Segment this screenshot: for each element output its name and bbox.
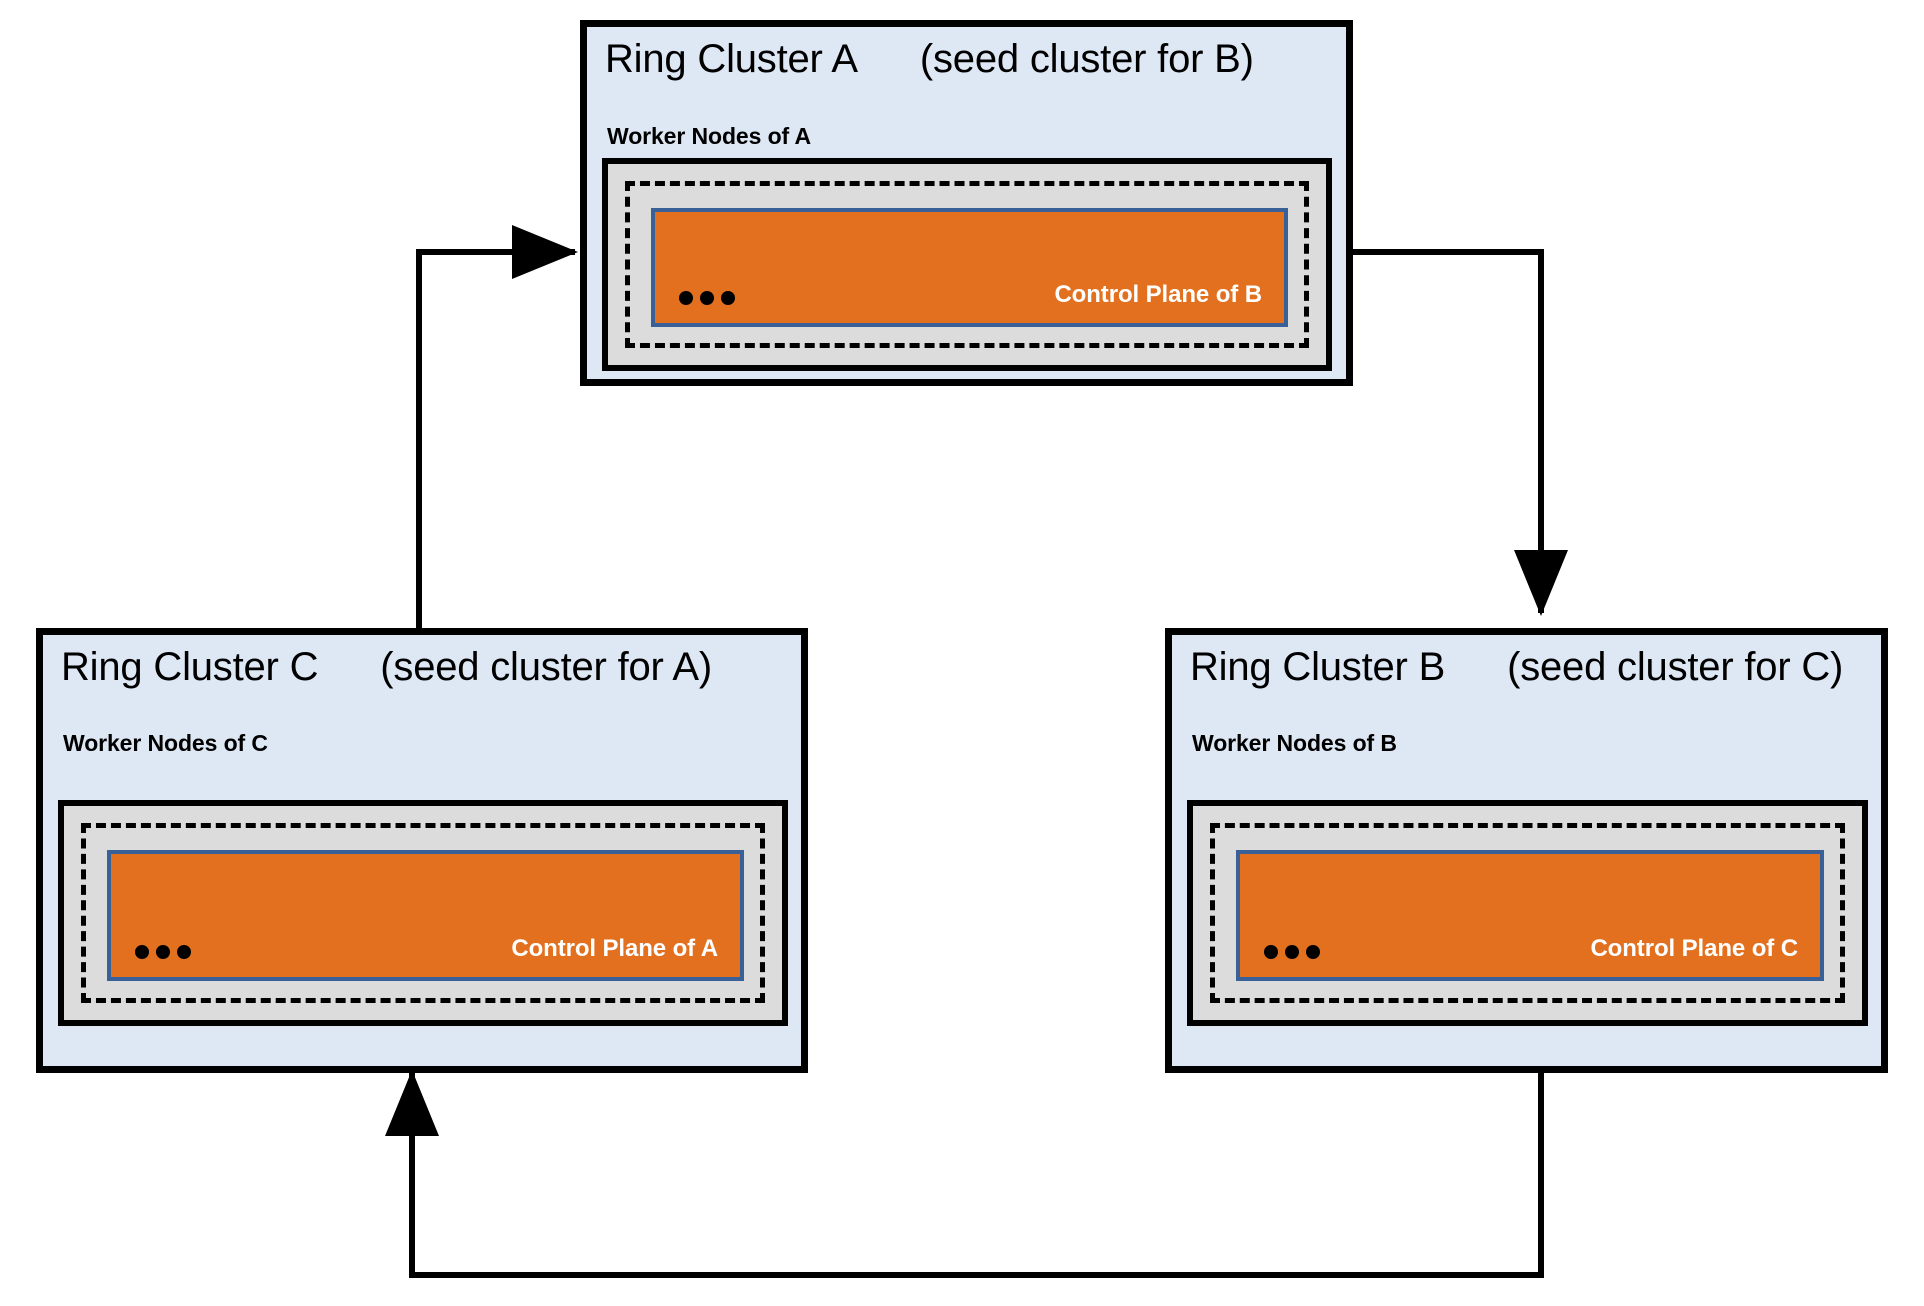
cluster-a-worker-label: Worker Nodes of A [607, 123, 812, 149]
cluster-b[interactable]: Ring Cluster B (seed cluster for C) Work… [1165, 628, 1888, 1073]
cluster-c-title: Ring Cluster C (seed cluster for A) [61, 645, 791, 690]
cluster-c-worker-label: Worker Nodes of C [63, 730, 268, 756]
cluster-b-name: Ring Cluster B [1190, 645, 1446, 689]
cluster-a-title: Ring Cluster A (seed cluster for B) [605, 37, 1336, 82]
cluster-b-control-plane[interactable]: Control Plane of C [1236, 850, 1824, 981]
arrow-c-to-a [416, 225, 578, 628]
cluster-a-control-plane-label: Control Plane of B [1054, 281, 1262, 308]
cluster-c-seed-note: (seed cluster for A) [380, 645, 712, 689]
cluster-b-ellipsis-dots [1264, 945, 1320, 959]
cluster-a-name: Ring Cluster A [605, 37, 858, 81]
cluster-c-worker-nodes-box[interactable]: Control Plane of A [58, 800, 788, 1026]
cluster-a-dashed-boundary [625, 181, 1309, 348]
cluster-b-control-plane-label: Control Plane of C [1590, 935, 1798, 962]
cluster-a-seed-note: (seed cluster for B) [919, 37, 1254, 81]
cluster-c-control-plane[interactable]: Control Plane of A [107, 850, 744, 981]
cluster-c-dashed-boundary [81, 823, 765, 1003]
cluster-a-worker-nodes-box[interactable]: Control Plane of B [602, 158, 1332, 371]
cluster-a-ellipsis-dots [679, 291, 735, 305]
arrow-a-to-b [1353, 249, 1568, 616]
arrow-b-to-c [385, 1063, 1544, 1278]
cluster-b-worker-label: Worker Nodes of B [1192, 730, 1397, 756]
cluster-a[interactable]: Ring Cluster A (seed cluster for B) Work… [580, 20, 1353, 386]
cluster-c-name: Ring Cluster C [61, 645, 319, 689]
cluster-b-worker-nodes-box[interactable]: Control Plane of C [1187, 800, 1868, 1026]
cluster-c-ellipsis-dots [135, 945, 191, 959]
cluster-c[interactable]: Ring Cluster C (seed cluster for A) Work… [36, 628, 808, 1073]
cluster-b-title: Ring Cluster B (seed cluster for C) [1190, 645, 1871, 690]
cluster-b-seed-note: (seed cluster for C) [1507, 645, 1844, 689]
cluster-c-control-plane-label: Control Plane of A [511, 935, 718, 962]
cluster-a-control-plane[interactable]: Control Plane of B [651, 208, 1288, 327]
cluster-b-dashed-boundary [1210, 823, 1845, 1003]
